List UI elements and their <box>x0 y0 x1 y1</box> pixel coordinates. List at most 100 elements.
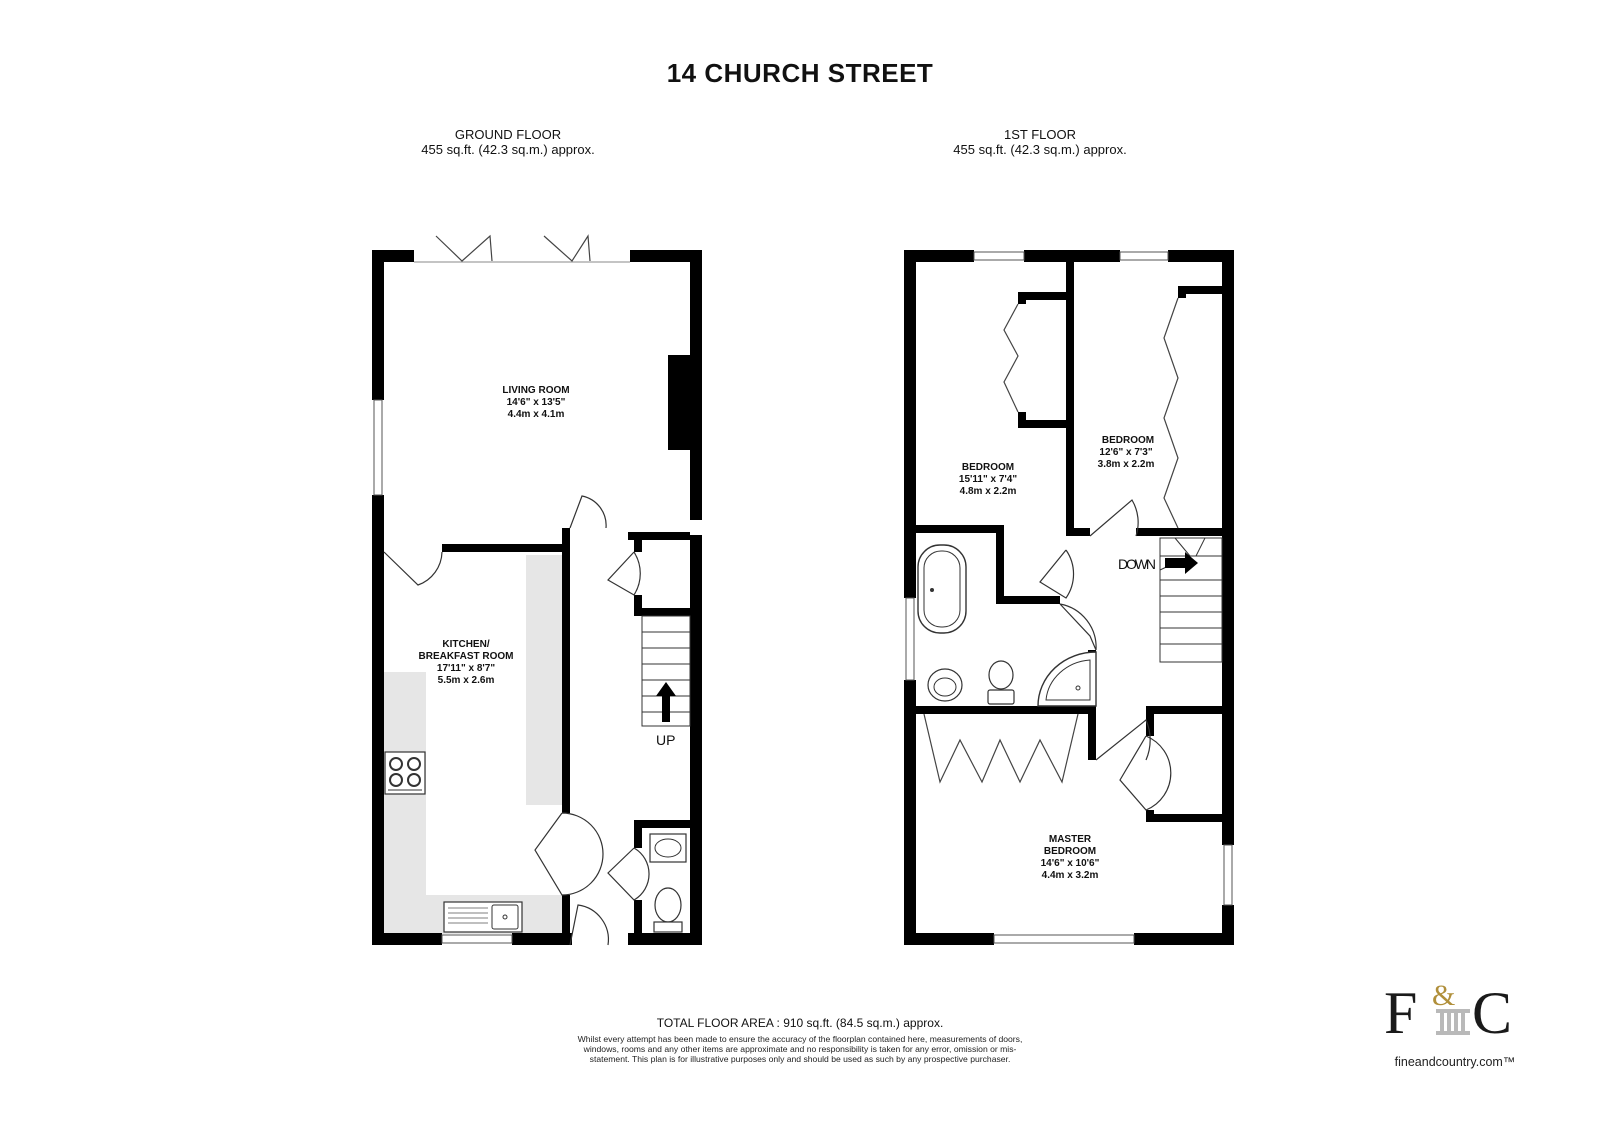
bedroom-2-label: BEDROOM <box>1102 435 1154 446</box>
wall <box>996 596 1060 604</box>
wall <box>1168 250 1234 262</box>
wall <box>690 535 702 945</box>
door-swing <box>569 495 607 529</box>
door-swing <box>607 847 650 901</box>
door-swing <box>1119 735 1172 811</box>
wall <box>442 544 562 552</box>
stairs-up-label: UP <box>656 732 675 748</box>
first-floor-name: 1ST FLOOR <box>1003 127 1076 142</box>
toilet-icon <box>987 660 1015 705</box>
total-floor-area: TOTAL FLOOR AREA : 910 sq.ft. (84.5 sq.m… <box>656 1016 944 1030</box>
basin-icon <box>927 668 963 702</box>
wall <box>916 525 1000 533</box>
door-swing <box>1095 719 1151 761</box>
shower-icon <box>1037 651 1097 707</box>
wall <box>1146 814 1222 822</box>
wall <box>1024 250 1120 262</box>
wall <box>562 528 570 813</box>
master-bedroom-label-line1: MASTER <box>1049 834 1092 845</box>
bedroom-1-dims-imperial: 15'11" x 7'4" <box>959 474 1017 485</box>
window <box>1119 251 1169 261</box>
bifold-door <box>435 234 493 262</box>
ground-floor-area: 455 sq.ft. (42.3 sq.m.) approx. <box>421 142 595 157</box>
wall <box>634 900 642 940</box>
svg-text:F: F <box>1384 980 1417 1046</box>
wall <box>372 933 442 945</box>
wall <box>1066 262 1074 532</box>
wall <box>904 250 974 262</box>
first-floor-heading: 1ST FLOOR 455 sq.ft. (42.3 sq.m.) approx… <box>910 127 1170 157</box>
worktop-left <box>384 672 426 934</box>
svg-text:C: C <box>1472 980 1512 1046</box>
door-swing <box>607 551 641 596</box>
fine-and-country-logo: F C & fineandcountry.com™ <box>1380 975 1530 1075</box>
wall <box>634 532 642 552</box>
living-room-label: LIVING ROOM <box>502 385 569 396</box>
wardrobe-doors <box>923 713 1079 784</box>
window <box>1223 844 1233 906</box>
wall <box>916 706 1096 714</box>
master-bedroom-dims-imperial: 14'6" x 10'6" <box>1041 858 1100 869</box>
master-bedroom-dims-metric: 4.4m x 3.2m <box>1042 870 1099 881</box>
wall <box>904 933 994 945</box>
window <box>441 934 513 944</box>
wall <box>1146 706 1154 736</box>
door-swing <box>1059 603 1097 651</box>
wall <box>634 820 696 828</box>
door-swing <box>1089 499 1139 537</box>
page-title: 14 CHURCH STREET <box>666 58 934 88</box>
wall <box>1018 292 1026 304</box>
door-swing <box>383 551 443 586</box>
wardrobe-doors <box>1003 303 1019 413</box>
logo-mark: F C & <box>1384 979 1512 1046</box>
window <box>973 251 1025 261</box>
wall <box>1222 250 1234 845</box>
first-floor-plan: DOWN BEDROOM 15'11" x 7'4" 4.8m x 2.2m B… <box>904 250 1234 945</box>
living-room-dims-imperial: 14'6" x 13'5" <box>507 397 566 408</box>
wall <box>1066 528 1090 536</box>
wall <box>1146 706 1234 714</box>
toilet-icon <box>653 887 683 933</box>
kitchen-label-line1: KITCHEN/ <box>442 639 489 650</box>
door-swing <box>1039 549 1075 599</box>
wall <box>562 895 570 945</box>
wall <box>634 820 642 848</box>
wall <box>690 250 702 520</box>
worktop-right <box>526 555 562 805</box>
door-swing <box>534 812 604 896</box>
wall <box>372 495 384 945</box>
wall <box>1018 292 1066 300</box>
ground-floor-heading: GROUND FLOOR 455 sq.ft. (42.3 sq.m.) app… <box>378 127 638 157</box>
wall <box>628 933 702 945</box>
first-floor-area: 455 sq.ft. (42.3 sq.m.) approx. <box>953 142 1127 157</box>
master-bedroom-label-line2: BEDROOM <box>1044 846 1096 857</box>
stairs-down-label: DOWN <box>1118 556 1156 572</box>
stairs-down <box>1159 537 1223 663</box>
living-room-dims-metric: 4.4m x 4.1m <box>508 409 565 420</box>
chimney-breast <box>668 355 692 450</box>
wall <box>1136 528 1222 536</box>
wall <box>634 608 690 616</box>
disclaimer: Whilst every attempt has been made to en… <box>577 1034 1023 1064</box>
wardrobe-doors <box>1163 297 1179 529</box>
ground-floor-plan: UP LIVING <box>372 234 702 946</box>
wall <box>1018 420 1066 428</box>
kitchen-dims-imperial: 17'11" x 8'7" <box>437 663 495 674</box>
kitchen-sink-icon <box>443 901 523 933</box>
wall <box>630 250 702 262</box>
wall <box>996 525 1004 603</box>
wall <box>1134 933 1234 945</box>
window <box>993 934 1135 944</box>
stair-arrow-down <box>1165 552 1198 574</box>
bedroom-2-dims-metric: 3.8m x 2.2m <box>1098 459 1155 470</box>
bedroom-1-dims-metric: 4.8m x 2.2m <box>960 486 1017 497</box>
door-swing <box>569 904 609 946</box>
kitchen-label-line2: BREAKFAST ROOM <box>419 651 514 662</box>
logo-url: fineandcountry.com™ <box>1394 1055 1516 1069</box>
window <box>905 597 915 681</box>
bedroom-1-label: BEDROOM <box>962 462 1014 473</box>
svg-text:&: & <box>1432 979 1455 1012</box>
stair-arrow-up <box>656 682 676 722</box>
bifold-door <box>543 234 591 262</box>
